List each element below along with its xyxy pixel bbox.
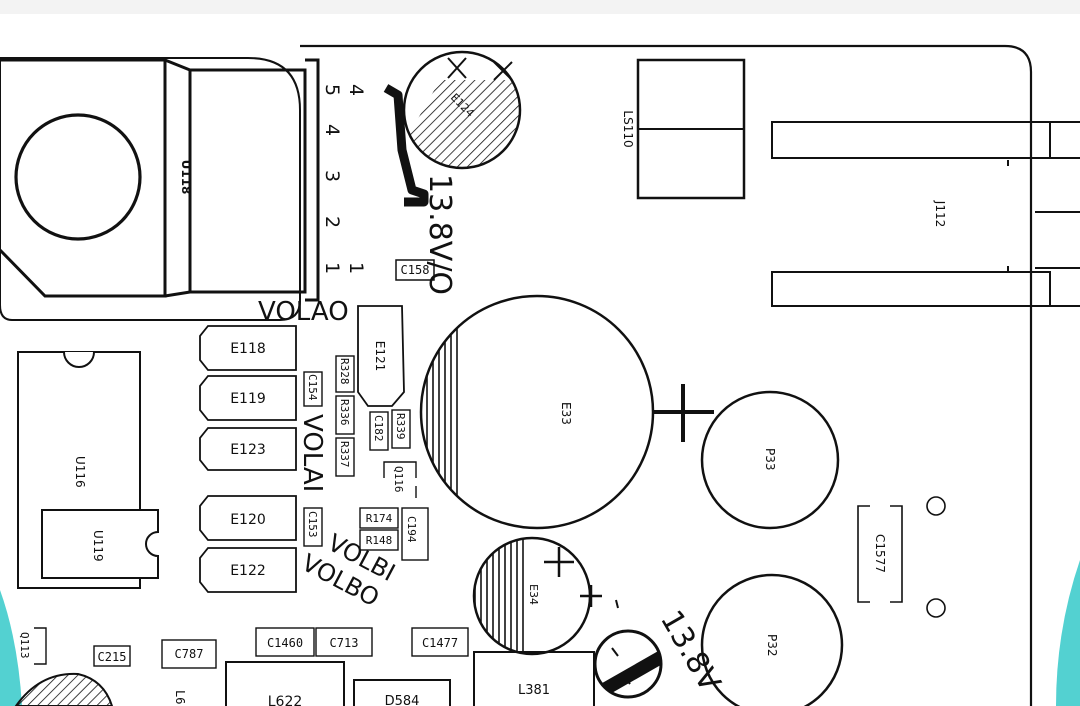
label-e123: E123 [230, 442, 266, 458]
label-l6: L6 [173, 690, 187, 704]
label-e122: E122 [230, 563, 266, 579]
pin-2: 2 [321, 216, 343, 228]
component-r174: R174 [359, 507, 399, 529]
component-e122: E122 [199, 547, 297, 593]
label-e118: E118 [230, 341, 266, 357]
label-u119: U119 [91, 530, 105, 562]
label-r174: R174 [366, 512, 393, 525]
label-c194: C194 [405, 516, 418, 543]
label-u116: U116 [73, 456, 87, 488]
label-13-8v: 13.8V [653, 605, 727, 699]
pin-4b: 4 [321, 124, 343, 136]
trace-arrow [383, 84, 429, 207]
component-c1577: C1577 [857, 505, 903, 603]
component-l381: L381 [473, 651, 595, 706]
component-c787: C787 [161, 639, 217, 669]
label-r339: R339 [394, 413, 407, 440]
label-ls110: LS110 [621, 110, 635, 147]
label-c787: C787 [175, 647, 204, 661]
component-c153: C153 [303, 507, 323, 547]
component-l622: L622 [225, 661, 345, 706]
component-c154: C154 [303, 371, 323, 407]
label-c713: C713 [330, 636, 359, 650]
pin-4a: 4 [345, 84, 367, 96]
component-u119: U119 [41, 509, 159, 579]
pin-numbers: 5 4 4 3 2 1 1 [321, 84, 367, 274]
component-q116: Q116 [383, 461, 417, 498]
mount-hole-2 [926, 598, 946, 618]
label-r336: R336 [338, 399, 351, 426]
component-small-cap [593, 629, 663, 699]
label-volao: VOLAO [258, 297, 349, 327]
component-u116: U116 [17, 351, 141, 589]
component-c1460: C1460 [255, 627, 315, 657]
label-volai: VOLAI [297, 414, 327, 492]
label-c1460: C1460 [267, 636, 303, 650]
board-outline [300, 44, 1033, 706]
component-p32: P32 [700, 573, 844, 706]
label-e119: E119 [230, 391, 266, 407]
label-j112: J112 [933, 200, 947, 227]
label-c182: C182 [372, 415, 385, 442]
pin-3: 3 [321, 170, 343, 182]
label-q116: Q116 [392, 466, 405, 493]
label-e120: E120 [230, 512, 266, 528]
component-j112: J112 [771, 121, 1080, 307]
component-e33: E33 [419, 294, 714, 530]
component-r148: R148 [359, 529, 399, 551]
component-e118: E118 [199, 325, 297, 371]
label-e33: E33 [559, 402, 573, 425]
component-q113: Q113 [18, 627, 47, 665]
label-e34: E34 [527, 584, 540, 605]
component-c194: C194 [401, 507, 429, 561]
label-c1577: C1577 [873, 534, 887, 573]
accent-left [0, 590, 22, 706]
label-r148: R148 [366, 534, 393, 547]
component-e120: E120 [199, 495, 297, 541]
component-e119: E119 [199, 375, 297, 421]
component-e123: E123 [199, 427, 297, 471]
label-13-8v-o: 13.8V/O [422, 174, 457, 295]
component-c1477: C1477 [411, 627, 469, 657]
pin-5: 5 [321, 84, 343, 96]
label-e121: E121 [373, 341, 387, 372]
component-bottom-left-cap [14, 672, 114, 706]
label-c153: C153 [306, 511, 319, 538]
component-e121: E121 [357, 305, 405, 407]
pin-1b: 1 [345, 262, 367, 274]
component-c158: C158 [395, 259, 435, 281]
component-ls110: LS110 [621, 58, 746, 200]
component-r336: R336 [335, 395, 355, 435]
label-c154: C154 [306, 374, 319, 401]
top-shadow [0, 0, 1080, 14]
component-d584: D584 [353, 679, 451, 706]
pin-1a: 1 [321, 262, 343, 274]
label-p33: P33 [763, 448, 777, 471]
label-r337: R337 [338, 441, 351, 468]
label-l381: L381 [518, 683, 550, 698]
component-u118: U118 [0, 57, 320, 321]
mount-hole-1 [926, 496, 946, 516]
accent-right [1056, 560, 1080, 706]
label-p32: P32 [765, 634, 779, 657]
component-r328: R328 [335, 355, 355, 393]
label-c158: C158 [401, 263, 430, 277]
component-c182: C182 [369, 411, 389, 451]
component-e34: E34 [472, 536, 619, 656]
label-u118: U118 [179, 160, 193, 195]
component-p33: P33 [700, 390, 840, 530]
label-c1477: C1477 [422, 636, 458, 650]
component-r339: R339 [391, 409, 411, 449]
label-q113: Q113 [18, 632, 31, 659]
label-c215: C215 [98, 650, 127, 664]
component-r337: R337 [335, 437, 355, 477]
component-c713: C713 [315, 627, 373, 657]
component-c215: C215 [93, 645, 131, 667]
label-r328: R328 [338, 358, 351, 385]
label-d584: D584 [385, 694, 420, 706]
label-l622: L622 [268, 694, 303, 706]
